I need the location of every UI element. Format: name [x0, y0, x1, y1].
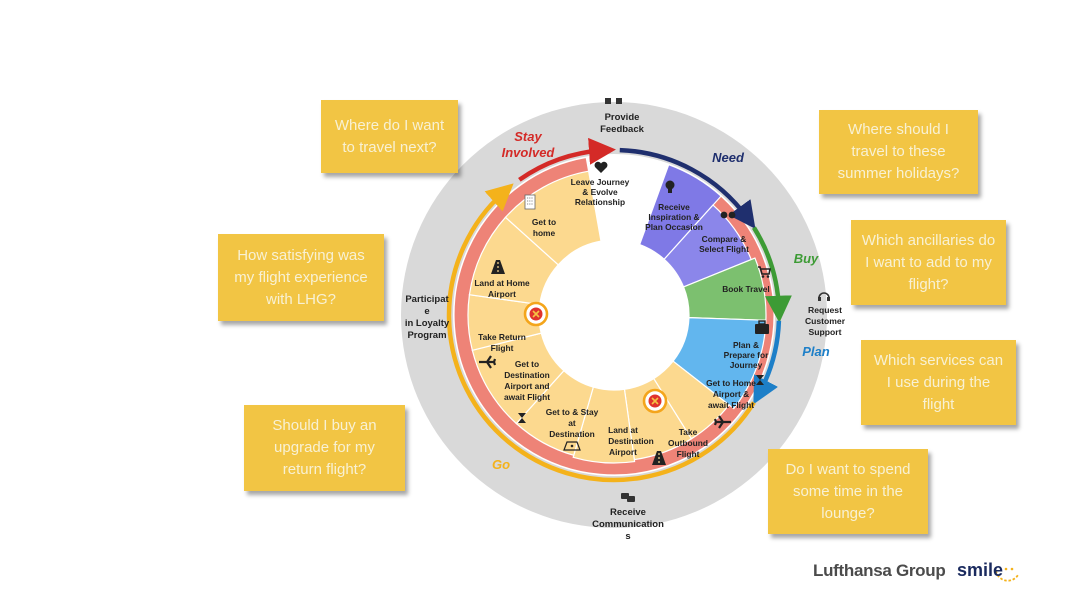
provide-feedback-label: Provide — [605, 112, 640, 123]
phase-plan-label: Plan — [802, 344, 830, 359]
phase-stay-involved-label: Stay — [514, 129, 542, 144]
phase-go-label: Go — [492, 457, 510, 472]
loyalty-label-2: e — [424, 306, 429, 317]
map-icon — [563, 441, 581, 451]
segment-dest-airport-label: Get to — [515, 359, 539, 369]
segment-leave-journey-label: Leave Journey — [571, 177, 630, 187]
segment-compare-select-label-2: Select Flight — [699, 244, 749, 254]
segment-return-flight-label-2: Flight — [491, 343, 514, 353]
loyalty-label: Participat — [405, 294, 449, 305]
segment-plan-prepare-label-3: Journey — [730, 360, 763, 370]
smile-logo: smile — [957, 560, 1004, 580]
plane-icon-return — [479, 355, 497, 369]
segment-receive-inspiration-label-2: Inspiration & — [648, 212, 699, 222]
segment-leave-journey-label-3: Relationship — [575, 197, 625, 207]
hourglass-icon-destination — [518, 413, 526, 423]
pain-point-badge-loyalty — [523, 301, 549, 327]
segment-plan-prepare-label-2: Prepare for — [724, 350, 769, 360]
segment-receive-inspiration-label: Receive — [658, 202, 690, 212]
loyalty-label-4: Program — [407, 330, 446, 341]
hourglass-icon-home — [756, 375, 764, 385]
chat-icon — [621, 493, 635, 502]
segment-stay-destination-label-2: at — [568, 418, 576, 428]
segment-compare-select-label: Compare & — [702, 234, 747, 244]
plane-icon-outbound — [713, 415, 731, 429]
sticky-note-satisfying: How satisfying was my flight experience … — [218, 234, 384, 321]
segment-land-destination-label-3: Airport — [609, 447, 637, 457]
binoculars-icon — [720, 211, 736, 219]
segment-book-travel-label: Book Travel — [722, 284, 769, 294]
receive-communications-label-3: s — [625, 531, 630, 542]
sticky-note-lounge: Do I want to spend some time in the loun… — [768, 449, 928, 534]
lightbulb-icon — [665, 180, 675, 193]
segment-labels: Leave Journey & Evolve Relationship Rece… — [474, 177, 769, 459]
road-icon-destination — [652, 451, 666, 465]
feedback-icon — [605, 98, 622, 104]
suitcase-icon — [755, 320, 769, 334]
segment-land-home-label: Land at Home — [474, 278, 530, 288]
journey-segments — [453, 156, 775, 476]
segment-get-home-label: Get to — [532, 217, 556, 227]
smile-logo-mark — [995, 567, 1019, 582]
segment-receive-inspiration-label-3: Plan Occasion — [645, 222, 703, 232]
building-icon — [524, 194, 536, 210]
request-support-label-3: Support — [809, 327, 842, 337]
segment-home-airport-label: Get to Home — [706, 378, 756, 388]
phase-arrows — [446, 137, 792, 483]
arrow-go — [446, 183, 756, 483]
segment-land-destination-label: Land at — [608, 425, 638, 435]
request-support-label: Request — [808, 305, 842, 315]
phase-stay-involved-label-2: Involved — [502, 145, 556, 160]
lufthansa-group-logo: Lufthansa Group — [813, 561, 946, 580]
headset-icon — [818, 292, 830, 301]
cart-icon — [758, 266, 771, 278]
sticky-note-summer-holidays: Where should I travel to these summer ho… — [819, 110, 978, 194]
pain-point-badge-landing — [642, 388, 668, 414]
receive-communications-label: Receive — [610, 507, 646, 518]
segment-stay-destination-label-3: Destination — [549, 429, 595, 439]
segment-dest-airport-label-2: Destination — [504, 370, 550, 380]
segment-land-home-label-2: Airport — [488, 289, 516, 299]
segment-leave-journey-label-2: & Evolve — [582, 187, 618, 197]
arrow-plan — [753, 320, 782, 405]
sticky-note-ancillaries: Which ancillaries do I want to add to my… — [851, 220, 1006, 305]
request-support-label-2: Customer — [805, 316, 846, 326]
provide-feedback-label-2: Feedback — [600, 124, 645, 135]
segment-outbound-label-2: Outbound — [668, 438, 708, 448]
segment-get-home-label-2: home — [533, 228, 556, 238]
arrow-buy — [752, 226, 792, 323]
segment-plan-prepare-label: Plan & — [733, 340, 759, 350]
arrow-need — [619, 147, 756, 229]
phase-need-label: Need — [712, 150, 745, 165]
segment-dest-airport-label-4: await Flight — [504, 392, 550, 402]
segment-stay-destination-label: Get to & Stay — [546, 407, 599, 417]
sticky-note-where-travel: Where do I want to travel next? — [321, 100, 458, 173]
arrow-stay-involved — [518, 137, 616, 182]
phase-buy-label: Buy — [794, 251, 819, 266]
segment-outbound-label: Take — [679, 427, 698, 437]
segment-return-flight-label: Take Return — [478, 332, 526, 342]
segment-dest-airport-label-3: Airport and — [504, 381, 549, 391]
sticky-note-services: Which services can I use during the flig… — [861, 340, 1016, 425]
segment-home-airport-label-3: await Flight — [708, 400, 754, 410]
segment-land-destination-label-2: Destination — [608, 436, 654, 446]
segment-home-airport-label-2: Airport & — [713, 389, 749, 399]
heart-icon — [594, 161, 608, 173]
loyalty-label-3: in Loyalty — [405, 318, 450, 329]
center-hole — [539, 240, 689, 390]
segment-outbound-label-3: Flight — [677, 449, 700, 459]
receive-communications-label-2: Communication — [592, 519, 664, 530]
sticky-note-upgrade: Should I buy an upgrade for my return fl… — [244, 405, 405, 491]
road-icon-home — [491, 260, 505, 274]
